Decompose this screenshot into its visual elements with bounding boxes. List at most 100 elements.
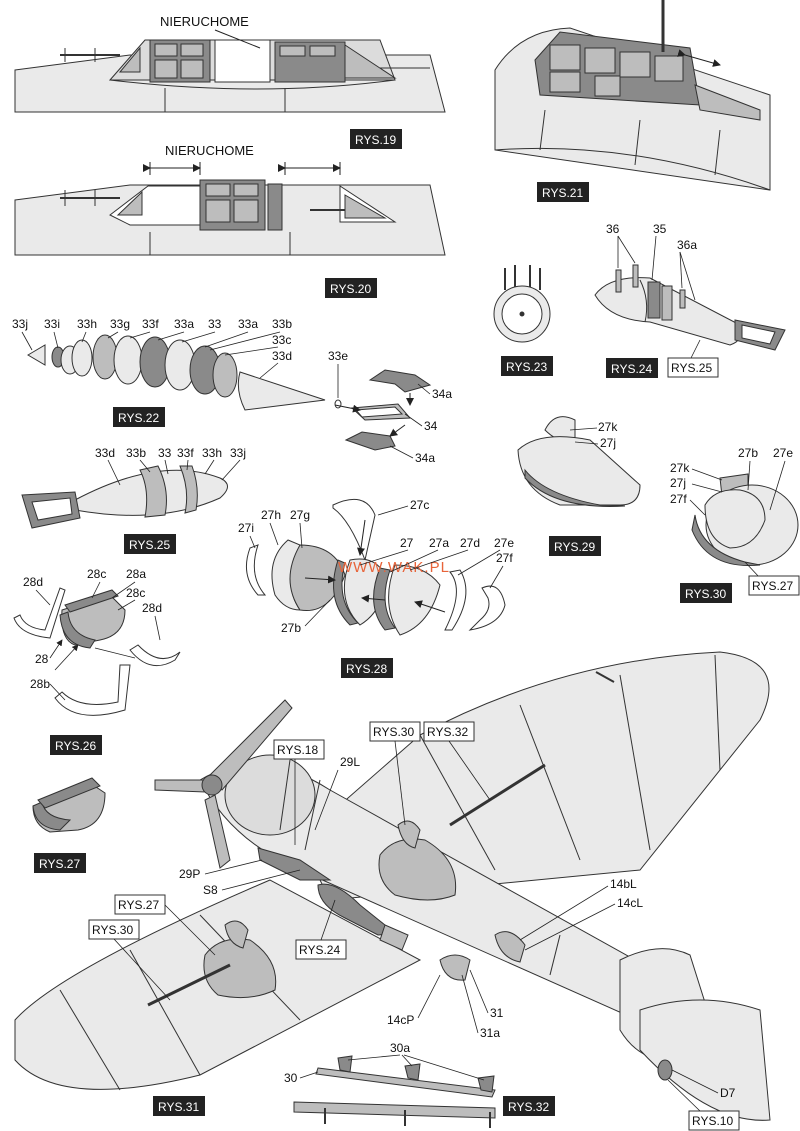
part-q27b: 27b xyxy=(738,446,758,460)
part-p29L: 29L xyxy=(340,755,360,769)
part-p28c2: 28c xyxy=(126,586,145,600)
rys27-fairing xyxy=(32,777,106,833)
part-34a-2: 34a xyxy=(415,451,435,465)
part-b33d: 33d xyxy=(95,446,115,460)
rys30-labels: 27k 27j 27f 27b 27e xyxy=(670,446,793,506)
ref-rys24-text: RYS.24 xyxy=(299,943,340,957)
watermark: WWW.WAK.PL xyxy=(338,559,450,576)
part-35: 35 xyxy=(653,222,667,236)
part-33d: 33d xyxy=(272,349,292,363)
tag-rys32-text: RYS.32 xyxy=(508,1100,549,1114)
ref-rys32-text: RYS.32 xyxy=(427,725,468,739)
rys24-leaders xyxy=(617,235,701,361)
ref-rys10-text: RYS.10 xyxy=(692,1114,733,1128)
part-q27j: 27j xyxy=(670,476,686,490)
rys29-fairing xyxy=(517,416,641,507)
part-p27g: 27g xyxy=(290,508,310,522)
rys25-bomb-assembled xyxy=(21,465,228,529)
tag-rys27: RYS.27 xyxy=(34,853,86,873)
ref-rys30-box-a: RYS.30 xyxy=(369,721,421,826)
rys19-canopy-closed xyxy=(14,39,446,113)
rys22-labels: 33j 33i 33h 33g 33f 33a 33 33a 33b 33c 3… xyxy=(12,317,348,363)
tag-rys21: RYS.21 xyxy=(537,182,589,202)
part-p27d: 27d xyxy=(460,536,480,550)
part-33a-2: 33a xyxy=(238,317,258,331)
part-33c: 33c xyxy=(272,333,291,347)
nieruchome-label-1: NIERUCHOME xyxy=(160,14,249,29)
ref-rys27-text-a: RYS.27 xyxy=(752,579,793,593)
rys26-fairing-exploded xyxy=(13,587,181,716)
tag-rys19: RYS.19 xyxy=(350,129,402,149)
part-p27c: 27c xyxy=(410,498,429,512)
part-33h: 33h xyxy=(77,317,97,331)
part-p28c: 28c xyxy=(87,567,106,581)
tag-rys20: RYS.20 xyxy=(325,278,377,298)
tag-rys29: RYS.29 xyxy=(549,536,601,556)
part-pD7: D7 xyxy=(720,1086,736,1100)
ref-rys18-box: RYS.18 xyxy=(273,739,325,845)
part-33: 33 xyxy=(208,317,222,331)
ref-rys25-text: RYS.25 xyxy=(671,361,712,375)
part-33f: 33f xyxy=(142,317,159,331)
part-q27e: 27e xyxy=(773,446,793,460)
tag-rys19-text: RYS.19 xyxy=(355,133,396,147)
tag-rys23: RYS.23 xyxy=(501,356,553,376)
rys28-fairing-exploded xyxy=(245,498,506,636)
tag-rys22: RYS.22 xyxy=(113,407,165,427)
part-33j: 33j xyxy=(12,317,28,331)
tag-rys28: RYS.28 xyxy=(341,658,393,678)
part-b33b: 33b xyxy=(126,446,146,460)
ref-rys30-box-b: RYS.30 xyxy=(88,919,171,1001)
part-33b: 33b xyxy=(272,317,292,331)
part-pS8: S8 xyxy=(203,883,218,897)
tag-rys29-text: RYS.29 xyxy=(554,540,595,554)
ref-rys10-box: RYS.10 xyxy=(667,1079,740,1131)
rys20-canopy-open xyxy=(14,179,446,256)
tag-rys31: RYS.31 xyxy=(153,1096,205,1116)
part-p30: 30 xyxy=(284,1071,298,1085)
rys23-bomb-front xyxy=(493,265,551,343)
rys28-labels: 27h 27g 27i 27c 27 27a 27d 27e 27f 27b xyxy=(238,498,514,635)
part-33i: 33i xyxy=(44,317,60,331)
tag-rys25: RYS.25 xyxy=(124,534,176,554)
part-p27f: 27f xyxy=(496,551,513,565)
rys21-cockpit-view xyxy=(494,0,771,191)
tag-rys25-text: RYS.25 xyxy=(129,538,170,552)
rys26-labels: 28d 28c 28a 28c 28d 28 28b xyxy=(23,567,162,691)
part-p14bL: 14bL xyxy=(610,877,637,891)
rys32-racks xyxy=(293,1055,496,1128)
part-p27h: 27h xyxy=(261,508,281,522)
part-p27i: 27i xyxy=(238,521,254,535)
part-p28a: 28a xyxy=(126,567,146,581)
ref-rys30-text-a: RYS.30 xyxy=(373,725,414,739)
ref-rys25-box: RYS.25 xyxy=(667,357,719,378)
tag-rys23-text: RYS.23 xyxy=(506,360,547,374)
part-b33: 33 xyxy=(158,446,172,460)
tag-rys26-text: RYS.26 xyxy=(55,739,96,753)
part-p30a: 30a xyxy=(390,1041,410,1055)
ref-rys27-box-b: RYS.27 xyxy=(114,894,216,956)
part-p27a: 27a xyxy=(429,536,449,550)
part-p27e: 27e xyxy=(494,536,514,550)
rys22-bomb-exploded xyxy=(27,334,342,411)
part-33e: 33e xyxy=(328,349,348,363)
part-34: 34 xyxy=(424,419,438,433)
part-q27f: 27f xyxy=(670,492,687,506)
tag-rys32: RYS.32 xyxy=(503,1096,555,1116)
rys22-leaders xyxy=(21,331,339,398)
part-33g: 33g xyxy=(110,317,130,331)
part-p31: 31 xyxy=(490,1006,504,1020)
part-b33f: 33f xyxy=(177,446,194,460)
part-p14cP: 14cP xyxy=(387,1013,414,1027)
ref-rys32-box: RYS.32 xyxy=(423,721,491,801)
tag-rys21-text: RYS.21 xyxy=(542,186,583,200)
tag-rys27-text: RYS.27 xyxy=(39,857,80,871)
part-p28d2: 28d xyxy=(142,601,162,615)
ref-rys24-box: RYS.24 xyxy=(295,899,347,960)
part-33a: 33a xyxy=(174,317,194,331)
part-36a: 36a xyxy=(677,238,697,252)
part-q27k: 27k xyxy=(670,461,690,475)
tag-rys22-text: RYS.22 xyxy=(118,411,159,425)
